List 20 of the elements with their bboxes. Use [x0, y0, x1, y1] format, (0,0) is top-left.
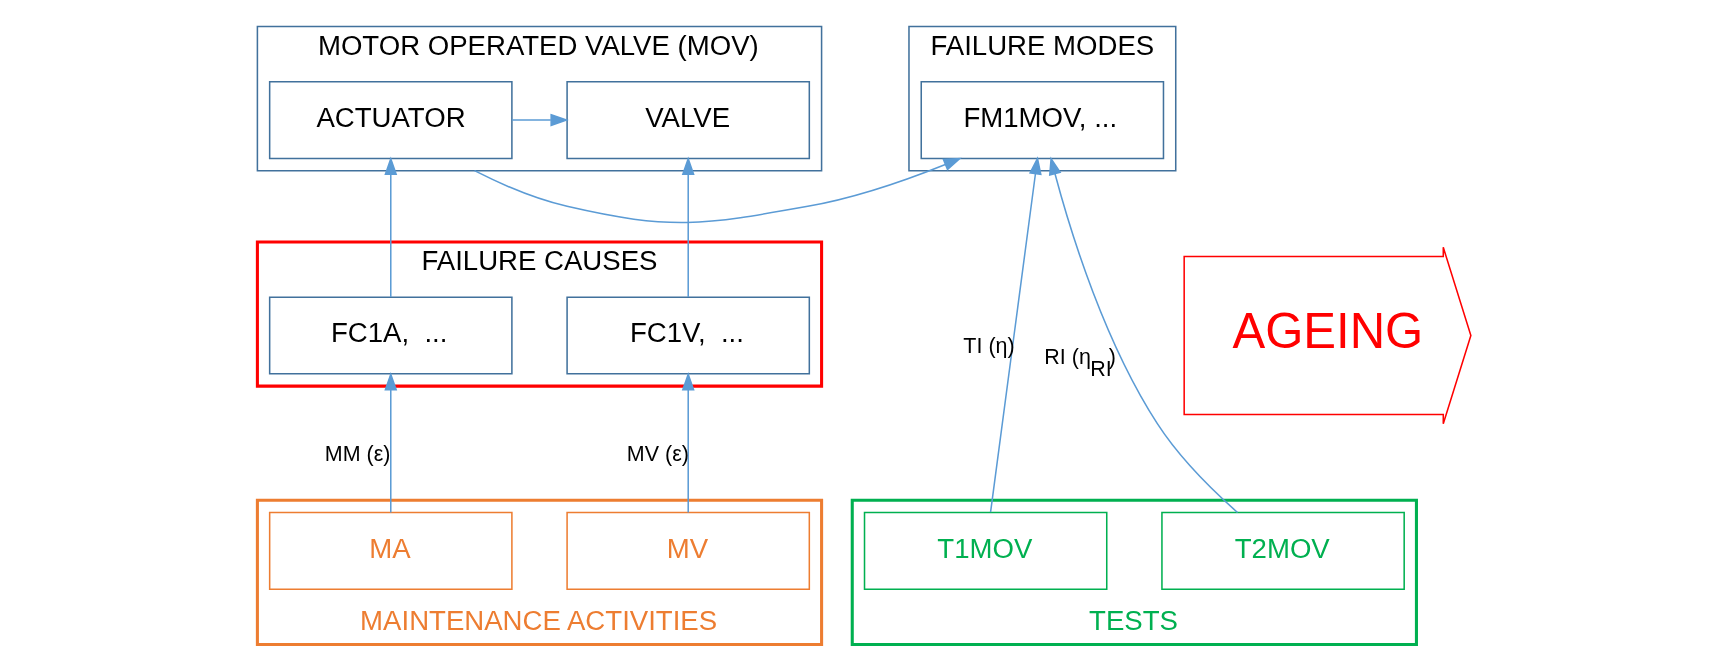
arrow	[510, 113, 569, 127]
arrow	[1048, 156, 1238, 514]
edge-label: MM (ε)	[324, 441, 390, 466]
arrow	[681, 156, 695, 298]
edge-label: TI (η)	[962, 334, 1015, 359]
arrow	[383, 372, 397, 514]
node-box: FC1A, ...	[268, 296, 513, 375]
node-box: FM1MOV, ...	[919, 81, 1164, 160]
node-box: MV	[565, 511, 810, 590]
arrow	[383, 156, 397, 298]
node-box: T2MOV	[1160, 511, 1405, 590]
arrow	[681, 372, 695, 514]
node-box: T1MOV	[863, 511, 1107, 590]
node-box: ACTUATOR	[268, 81, 513, 160]
node-box: MA	[268, 511, 513, 590]
edge-label: MV (ε)	[626, 441, 689, 466]
arrow	[989, 156, 1042, 513]
arrow	[473, 157, 962, 224]
node-box: VALVE	[565, 81, 810, 160]
node-box: FC1V, ...	[565, 296, 810, 375]
